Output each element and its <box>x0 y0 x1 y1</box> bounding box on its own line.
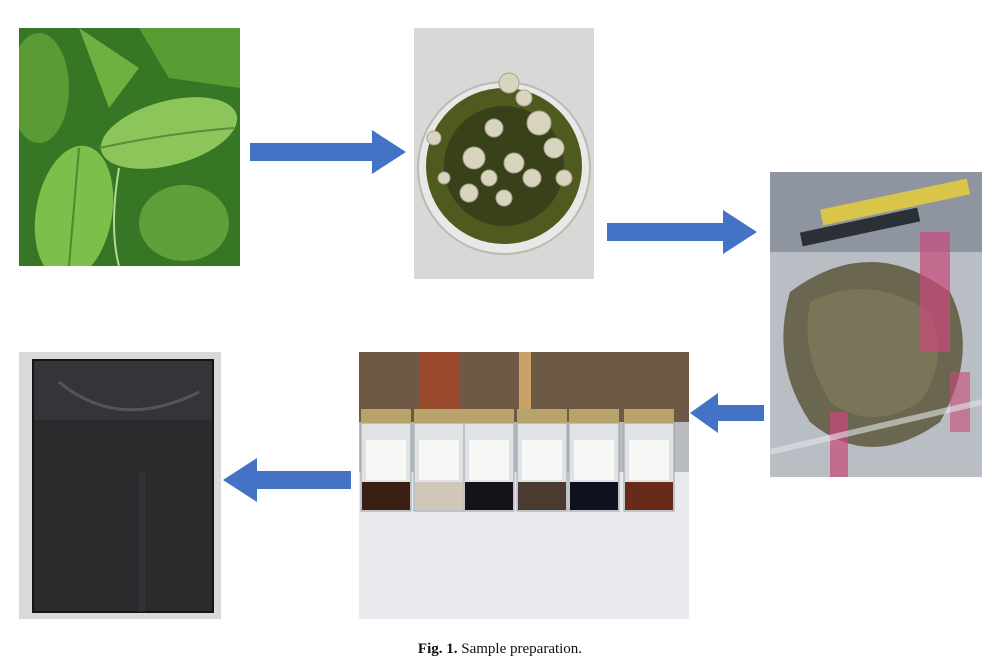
jar <box>413 409 465 512</box>
figure-caption: Fig. 1. Sample preparation. <box>0 641 1000 658</box>
arrow-right-icon <box>250 130 406 174</box>
extract-photo <box>414 28 594 279</box>
leaves-photo <box>19 28 240 266</box>
jar <box>463 409 515 512</box>
figure-label: Fig. 1. <box>417 641 458 657</box>
jar <box>568 409 620 512</box>
jar <box>360 409 412 512</box>
coated-plate-photo <box>19 352 221 619</box>
powder-photo <box>770 172 982 477</box>
figure-caption-text: Sample preparation. <box>461 641 583 657</box>
arrow-left-icon <box>223 458 351 502</box>
jars-photo <box>359 352 689 619</box>
arrow-left-icon <box>690 393 764 433</box>
jar <box>516 409 568 512</box>
jar <box>623 409 675 512</box>
arrow-right-icon <box>607 210 757 254</box>
